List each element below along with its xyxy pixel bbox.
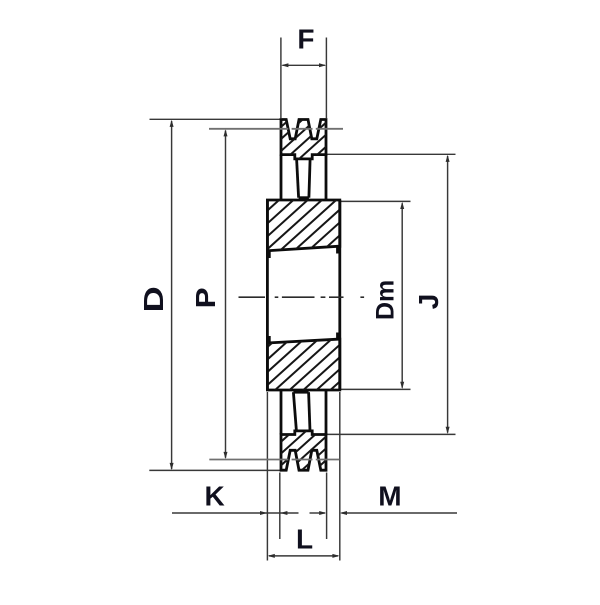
svg-text:K: K — [204, 481, 224, 512]
svg-text:J: J — [413, 294, 444, 310]
svg-text:Dm: Dm — [371, 280, 399, 320]
svg-text:P: P — [191, 287, 222, 308]
svg-text:F: F — [297, 24, 314, 55]
svg-text:D: D — [138, 286, 169, 312]
svg-text:M: M — [378, 481, 401, 512]
svg-text:L: L — [296, 524, 313, 555]
